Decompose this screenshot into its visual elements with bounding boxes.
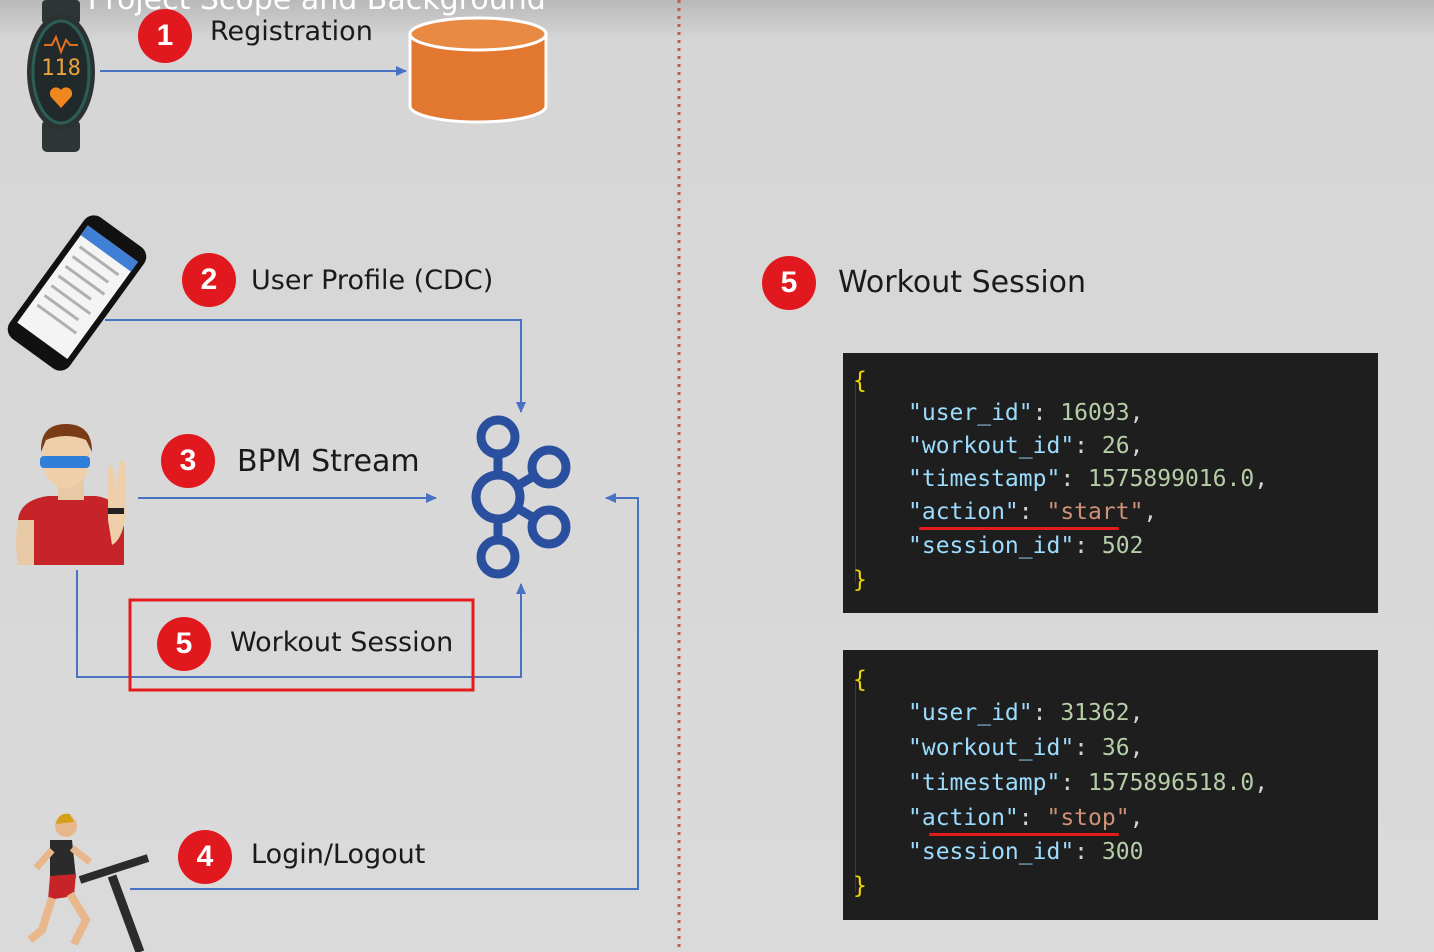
label-bpm-stream: BPM Stream (237, 444, 420, 479)
colon: : (1074, 735, 1102, 761)
colon: : (1074, 433, 1102, 459)
json-record-stop: { "user_id": 31362, "workout_id": 36, "t… (843, 650, 1378, 920)
key-timestamp: "timestamp" (908, 466, 1061, 492)
label-workout-session: Workout Session (230, 627, 454, 658)
json-record-start: { "user_id": 16093, "workout_id": 26, "t… (843, 353, 1378, 613)
key-workout-id: "workout_id" (908, 735, 1075, 761)
key-user-id: "user_id" (908, 400, 1033, 426)
close-brace: } (853, 567, 867, 593)
key-user-id: "user_id" (908, 700, 1033, 726)
value-action: "stop" (1046, 805, 1130, 831)
arrow-login-to-kafka (130, 493, 639, 890)
comma: , (1129, 700, 1144, 726)
open-brace: { (853, 667, 867, 693)
detail-title: Workout Session (838, 265, 1087, 300)
comma: , (1254, 466, 1269, 492)
comma: , (1254, 770, 1269, 796)
colon: : (1032, 700, 1061, 726)
smartphone-icon (7, 215, 147, 371)
value-action: "start" (1046, 499, 1144, 525)
colon: : (1060, 770, 1089, 796)
detail-badge: 5 (762, 256, 816, 310)
label-registration: Registration (210, 16, 373, 47)
value-session-id: 502 (1101, 533, 1144, 559)
action-underline (929, 833, 1119, 836)
key-action: "action" (908, 499, 1019, 525)
step-badge-2: 2 (182, 253, 236, 307)
value-workout-id: 26 (1101, 433, 1130, 459)
comma: , (1143, 499, 1158, 525)
key-timestamp: "timestamp" (908, 770, 1061, 796)
arrow-workout-to-kafka (76, 570, 526, 678)
value-workout-id: 36 (1101, 735, 1130, 761)
colon: : (1060, 466, 1089, 492)
comma: , (1129, 735, 1144, 761)
treadmill-runner-icon (27, 813, 150, 952)
step-badge-3: 3 (161, 434, 215, 488)
smartwatch-icon (27, 0, 95, 152)
step-badge-5: 5 (157, 617, 211, 671)
colon: : (1018, 499, 1047, 525)
colon: : (1032, 400, 1061, 426)
key-workout-id: "workout_id" (908, 433, 1075, 459)
watch-bpm-readout: 118 (41, 56, 81, 81)
step-badge-1: 1 (138, 9, 192, 63)
workout-session-highlight-box (128, 598, 475, 692)
colon: : (1074, 533, 1102, 559)
comma: , (1129, 805, 1144, 831)
open-brace: { (853, 368, 867, 394)
step-badge-4: 4 (178, 830, 232, 884)
label-login-logout: Login/Logout (251, 839, 426, 870)
comma: , (1129, 433, 1144, 459)
value-user-id: 31362 (1060, 700, 1130, 726)
key-session-id: "session_id" (908, 839, 1075, 865)
key-session-id: "session_id" (908, 533, 1075, 559)
colon: : (1018, 805, 1047, 831)
value-session-id: 300 (1101, 839, 1144, 865)
kafka-logo (471, 415, 571, 579)
key-action: "action" (908, 805, 1019, 831)
connector-lines (76, 66, 639, 890)
user-avatar-icon (16, 424, 126, 565)
database-icon (408, 16, 548, 124)
close-brace: } (853, 873, 867, 899)
value-timestamp: 1575899016.0 (1088, 466, 1255, 492)
colon: : (1074, 839, 1102, 865)
value-user-id: 16093 (1060, 400, 1130, 426)
action-underline (919, 527, 1119, 530)
label-user-profile: User Profile (CDC) (251, 265, 494, 296)
value-timestamp: 1575896518.0 (1088, 770, 1255, 796)
arrow-profile-to-kafka (105, 319, 526, 413)
comma: , (1129, 400, 1144, 426)
